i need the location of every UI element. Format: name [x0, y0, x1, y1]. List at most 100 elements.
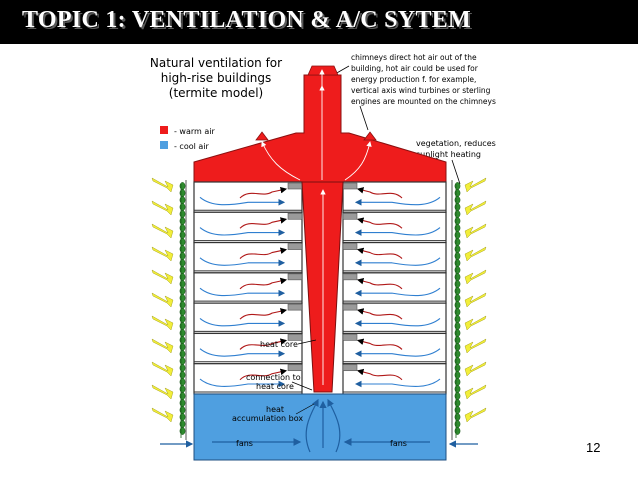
legend-label-cool: - cool air [174, 142, 210, 151]
floor-4-left-room [193, 272, 303, 304]
fans-label-right: fans [390, 439, 407, 448]
heat-core [301, 181, 344, 393]
chimney-top-center [307, 65, 339, 76]
connection-label-line-1: connection to [246, 373, 301, 382]
floor-5-left-cool-flow [199, 318, 286, 327]
floor-1-left-room [193, 181, 303, 213]
fans-label-left: fans [236, 439, 253, 448]
sun-arrow-right-1 [464, 177, 487, 193]
floor-1-right-room [342, 181, 447, 213]
sun-arrow-left-5 [151, 269, 174, 285]
floor-6-left-warm-flow [239, 338, 288, 350]
floor-7-left-cool-flow [199, 378, 286, 388]
chimney-note-line-3: energy production f. for example, [351, 75, 476, 84]
chimney-note-line-4: vertical axis wind turbines or sterling [351, 86, 491, 95]
floor-7-left-warm-flow [239, 368, 288, 381]
chimney-top-right [363, 131, 377, 141]
floor-5-right-duct [342, 303, 358, 311]
floor-5-left-warm-flow [239, 308, 288, 320]
sun-arrow-right-8 [464, 338, 487, 354]
chimney-top-left [255, 131, 269, 141]
chimney-note-line-2: building, hot air could be used for [351, 64, 479, 73]
sun-arrow-left-9 [151, 361, 174, 377]
sun-arrow-right-7 [464, 315, 487, 331]
legend-swatch-warm [160, 126, 168, 134]
basement-swirl-left [305, 398, 319, 453]
sun-arrow-right-10 [464, 384, 487, 400]
floor-4-left-warm-flow [239, 277, 288, 290]
floor-7-right-warm-flow [356, 368, 403, 381]
diagram-heading-line-2: high-rise buildings [161, 71, 272, 85]
sun-arrow-left-11 [151, 407, 174, 423]
sun-arrow-left-10 [151, 384, 174, 400]
floor-4-left-cool-flow [199, 287, 286, 297]
floor-1-left-cool-flow [199, 196, 286, 206]
floor-6-right-warm-flow [356, 338, 403, 350]
floor-7-right-duct [342, 364, 358, 372]
heat-box-leader [295, 403, 315, 415]
floor-5-right-warm-flow [356, 308, 403, 320]
floor-3-right-duct [342, 243, 358, 250]
floor-3-right-room [342, 241, 447, 274]
chimney-note-leader-2 [359, 105, 369, 131]
sun-arrow-right-11 [464, 407, 487, 423]
sun-arrow-right-4 [464, 246, 487, 262]
floor-4-right-room [342, 272, 447, 304]
sun-arrow-right-6 [464, 292, 487, 308]
floor-2-left-duct [287, 212, 303, 220]
sun-arrow-right-5 [464, 269, 487, 285]
sun-arrow-left-4 [151, 246, 174, 262]
vegetation-left [179, 182, 186, 438]
connection-label-line-2: heat core [256, 382, 294, 391]
vegetation-right [454, 182, 461, 438]
sun-arrow-left-8 [151, 338, 174, 354]
floor-3-left-cool-flow [199, 257, 286, 267]
slide-number: 12 [586, 440, 601, 455]
floor-1-left-duct [287, 182, 303, 190]
floor-7-right-room [342, 363, 447, 395]
floor-1-right-warm-flow [356, 187, 403, 199]
floor-5-right-room [342, 302, 447, 335]
sun-arrow-left-1 [151, 177, 174, 193]
diagram-heading-line-3: (termite model) [169, 86, 263, 100]
floor-4-right-cool-flow [354, 287, 441, 297]
floor-5-left-room [193, 302, 303, 335]
floor-1-right-duct [342, 182, 358, 190]
heat-box-label-line-2: accumulation box [232, 414, 303, 423]
chimney-note-line-1: chimneys direct hot air out of the [351, 53, 477, 62]
floor-2-right-room [342, 211, 447, 244]
floor-6-left-duct [287, 334, 303, 341]
sun-arrow-left-2 [151, 200, 174, 216]
floor-5-right-cool-flow [354, 318, 441, 327]
sun-arrow-left-6 [151, 292, 174, 308]
sun-arrows-left [151, 177, 174, 423]
floor-3-left-duct [287, 243, 303, 250]
heat-core-leader [297, 339, 317, 345]
floor-5-left-duct [287, 303, 303, 311]
floor-3-right-warm-flow [356, 247, 403, 259]
floor-2-right-cool-flow [354, 227, 441, 236]
roof-airflow-left [261, 141, 301, 181]
vegetation-note-line-1: vegetation, reduces [416, 139, 496, 148]
diagram-heading-line-1: Natural ventilation for [150, 56, 282, 70]
floor-4-right-warm-flow [356, 277, 403, 290]
sun-arrows-right [464, 177, 487, 423]
floor-3-left-warm-flow [239, 247, 288, 259]
floor-2-left-cool-flow [199, 227, 286, 236]
connection-leader [291, 381, 313, 391]
basement-cool-air [193, 393, 447, 461]
floor-6-right-duct [342, 334, 358, 341]
sun-arrow-right-2 [464, 200, 487, 216]
floor-2-left-room [193, 211, 303, 244]
vegetation-note-line-2: sunlight heating [416, 150, 481, 159]
floor-2-left-warm-flow [239, 217, 288, 229]
floor-4-left-duct [287, 273, 303, 281]
vegetation-note-leader [451, 159, 461, 185]
floor-2-right-duct [342, 212, 358, 220]
sun-arrow-left-3 [151, 223, 174, 239]
chimney-note-line-5: engines are mounted on the chimneys [351, 97, 496, 106]
sun-arrow-right-9 [464, 361, 487, 377]
floor-4-right-duct [342, 273, 358, 281]
floor-6-right-room [342, 332, 447, 365]
sun-arrow-left-7 [151, 315, 174, 331]
